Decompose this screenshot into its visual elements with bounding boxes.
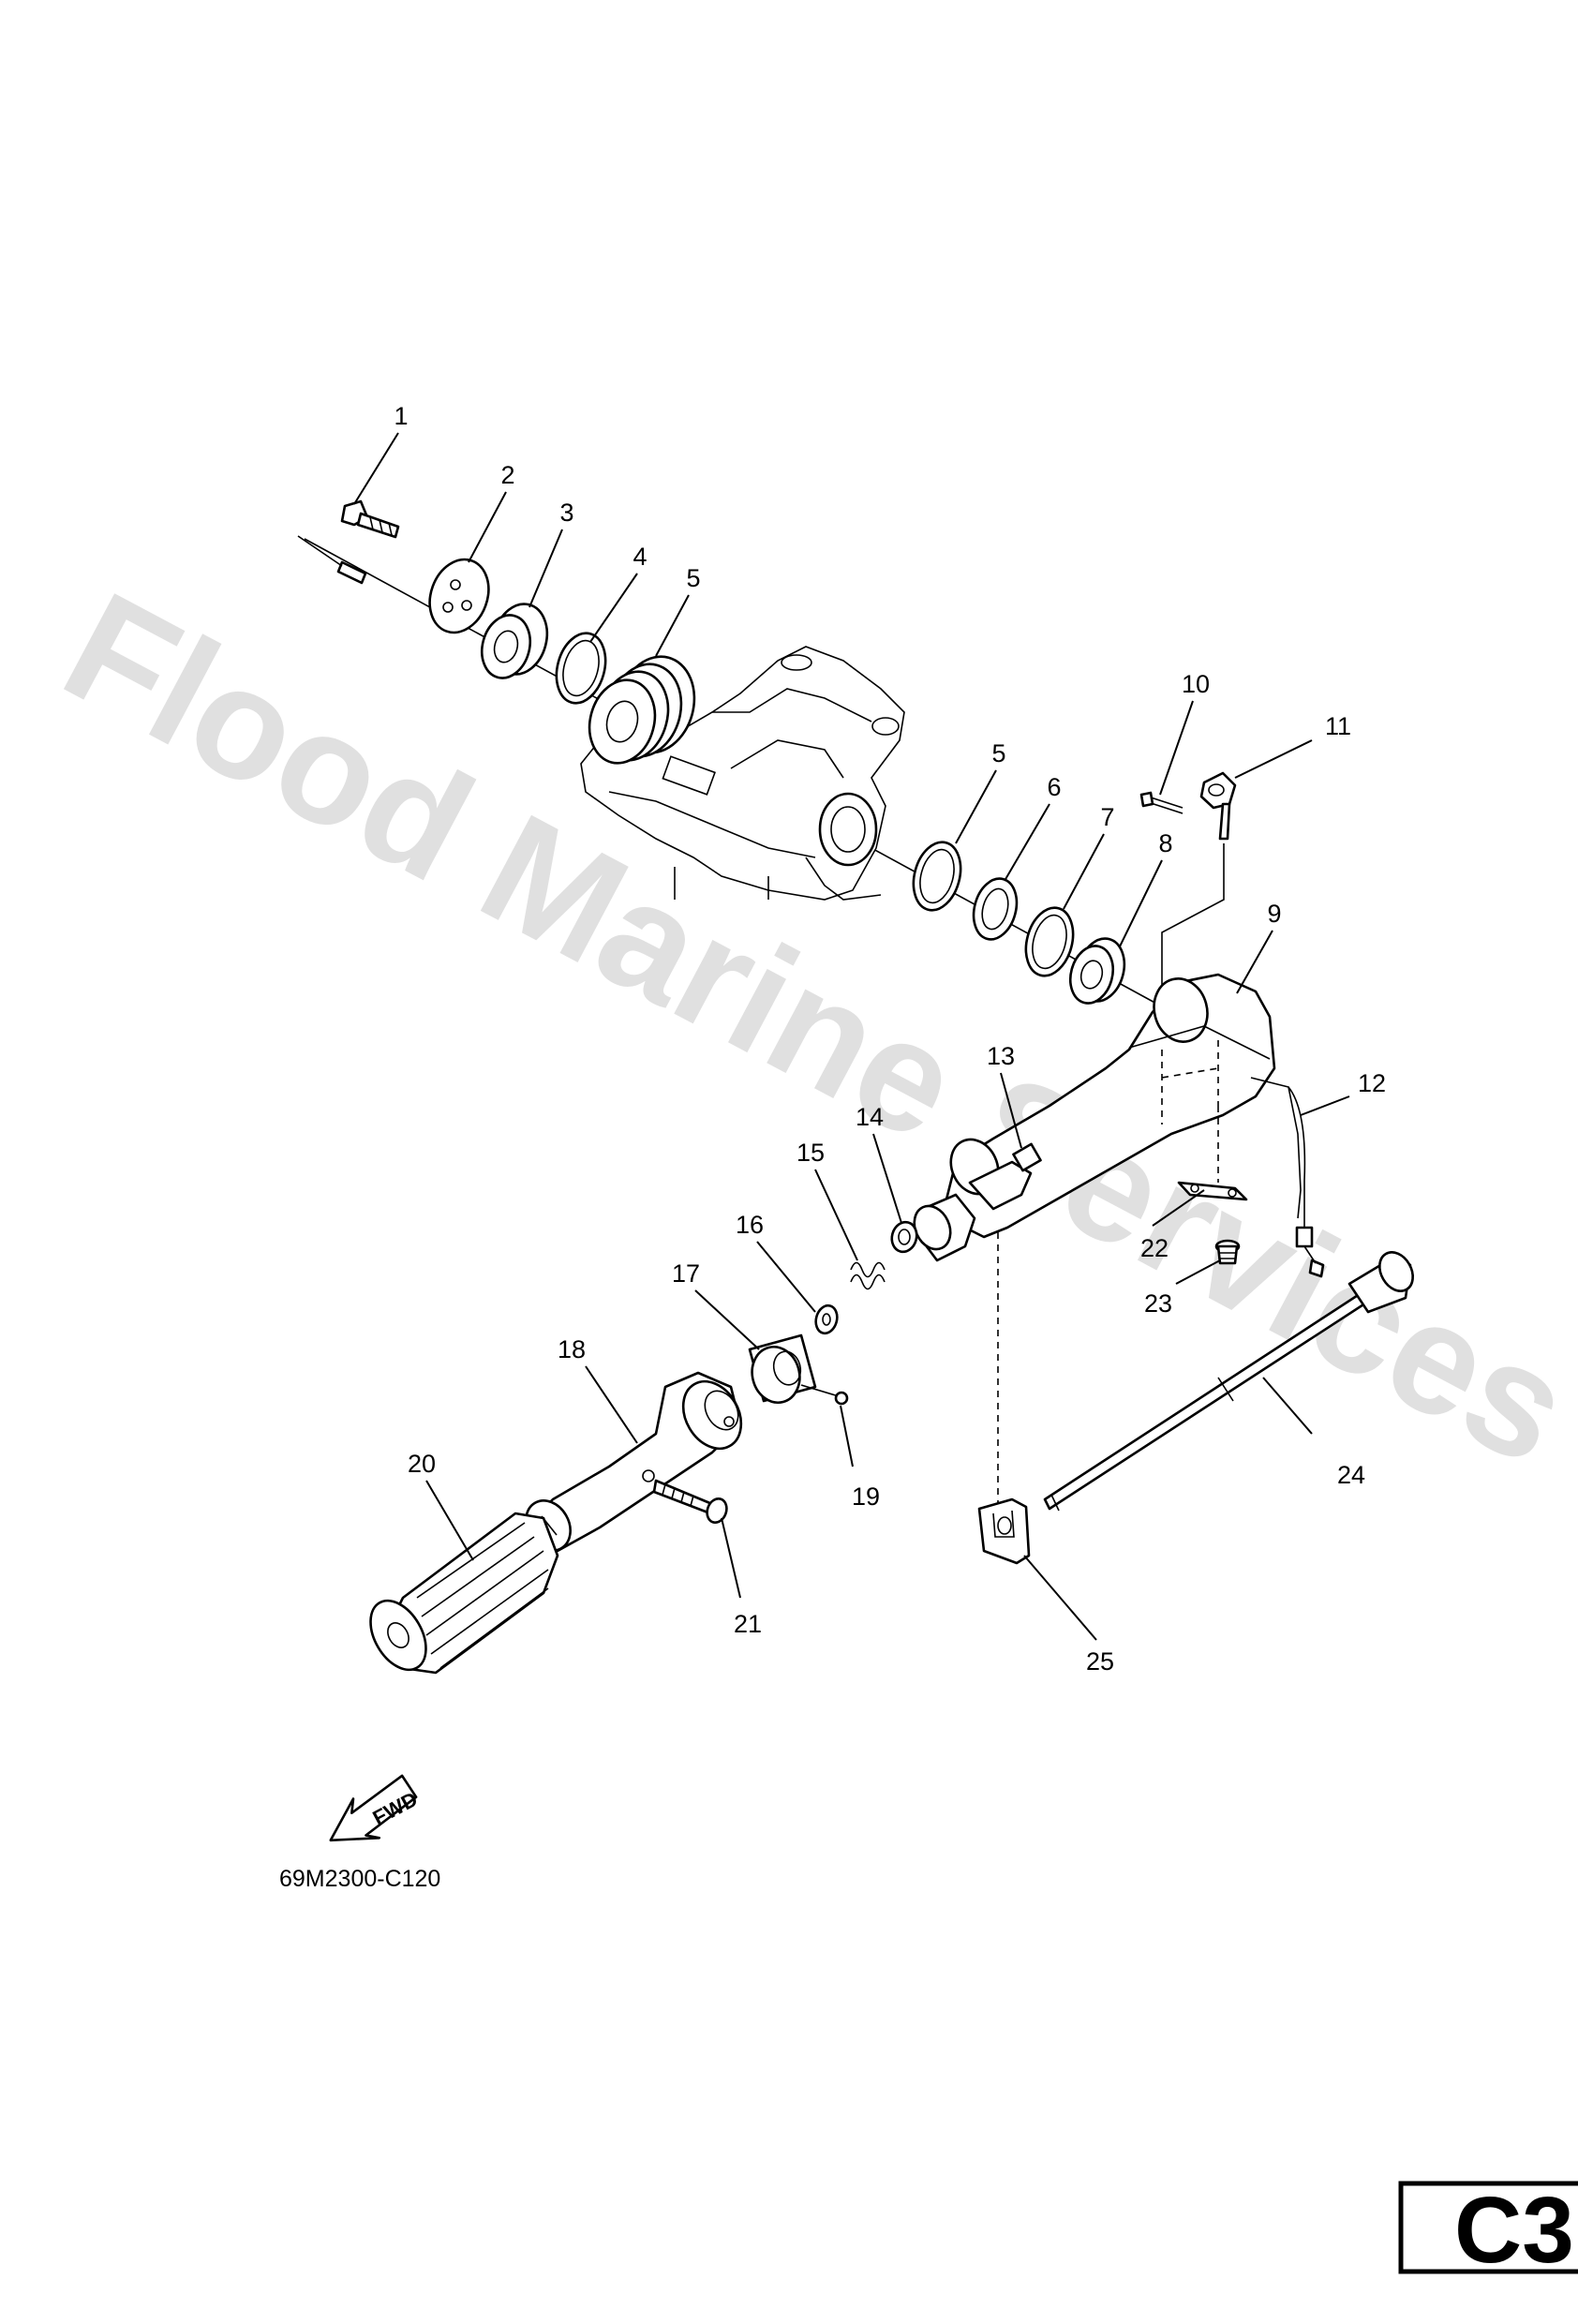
bolt-9 xyxy=(340,499,400,539)
callout-23: 10 xyxy=(1182,670,1210,698)
callout-11: 20 xyxy=(408,1450,436,1478)
screw-16 xyxy=(652,1479,728,1524)
leader-lines xyxy=(353,432,1350,1641)
callout-4: 3 xyxy=(559,499,573,527)
switch-21 xyxy=(1199,771,1237,841)
holder-22 xyxy=(977,1497,1031,1565)
shift-rod-18 xyxy=(1043,1251,1414,1512)
lower-case-housing xyxy=(580,646,905,901)
callout-13: 19 xyxy=(852,1482,880,1511)
o-ring-17 xyxy=(890,1220,918,1254)
o-ring-5-a xyxy=(912,841,962,912)
callout-1: 9 xyxy=(1267,900,1281,928)
o-ring-5-b xyxy=(1024,906,1075,977)
callout-21: 11 xyxy=(1325,712,1351,740)
pin-23 xyxy=(1139,791,1184,814)
callout-17: 14 xyxy=(856,1103,884,1131)
clip-6 xyxy=(972,877,1019,941)
callout-8: 2 xyxy=(500,461,514,489)
sleeve-12 xyxy=(748,1333,817,1404)
callout-3: 8 xyxy=(1158,829,1172,857)
grommet-3 xyxy=(1068,937,1126,1005)
cable-24 xyxy=(1288,1086,1325,1278)
spring-14 xyxy=(850,1261,886,1290)
screw-20 xyxy=(1214,1239,1241,1265)
callout-6: 6 xyxy=(1047,773,1061,801)
figure-code: 69M2300-C120 xyxy=(279,1866,440,1892)
cable-end xyxy=(297,535,367,585)
callout-24: 12 xyxy=(1358,1069,1386,1097)
callout-20: 23 xyxy=(1144,1289,1172,1318)
callout-5-b: 7 xyxy=(1100,803,1114,831)
callout-14: 15 xyxy=(796,1139,825,1167)
callout-10: 18 xyxy=(558,1335,586,1363)
callout-19: 22 xyxy=(1140,1234,1169,1262)
page-code: C3 xyxy=(1454,2178,1574,2283)
page-code-box: C3 xyxy=(1398,2178,1578,2283)
callout-22: 25 xyxy=(1086,1647,1114,1676)
o-ring-7 xyxy=(555,632,607,705)
callout-18: 24 xyxy=(1337,1461,1365,1489)
callout-2: 5 xyxy=(686,564,700,592)
callout-7: 4 xyxy=(633,543,647,571)
slide-25 xyxy=(913,1138,1042,1262)
plate-8 xyxy=(428,558,490,634)
washer-15 xyxy=(814,1304,839,1335)
callout-12: 17 xyxy=(672,1259,700,1288)
grommet-4 xyxy=(480,603,549,679)
callout-16: 21 xyxy=(734,1610,762,1638)
fwd-arrow-icon: FWD xyxy=(329,1774,422,1842)
pin-13 xyxy=(800,1384,849,1406)
shaft-10 xyxy=(525,1371,743,1553)
bellows-seal-2 xyxy=(588,655,696,765)
callout-9: 1 xyxy=(394,402,408,430)
callout-25: 13 xyxy=(987,1042,1015,1070)
callout-15: 16 xyxy=(736,1211,764,1239)
gear-11 xyxy=(369,1512,559,1675)
callout-5-a: 5 xyxy=(991,739,1005,767)
